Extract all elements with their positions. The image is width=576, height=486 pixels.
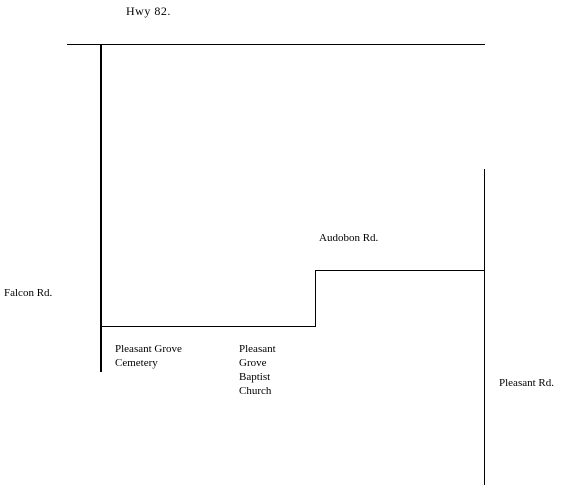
hwy82-label: Hwy 82. [126, 4, 171, 18]
cemetery-label-line1: Pleasant Grove [115, 343, 182, 355]
cemetery-label-line2: Cemetery [115, 357, 158, 369]
church-label-line3: Baptist [239, 371, 271, 383]
hwy82-road [67, 44, 485, 45]
cemetery-label: Pleasant Grove Cemetery [115, 342, 182, 370]
falcon-rd-label: Falcon Rd. [4, 287, 53, 299]
church-label: Pleasant Grove Baptist Church [239, 342, 276, 398]
church-label-line2: Grove [239, 357, 267, 369]
audobon-rd-road [315, 270, 485, 271]
falcon-rd-road [100, 44, 102, 372]
lower-connector-road [101, 326, 316, 327]
audobon-rd-step-road [315, 270, 316, 327]
pleasant-rd-road [484, 169, 485, 485]
church-label-line1: Pleasant [239, 343, 276, 355]
church-label-line4: Church [239, 385, 272, 397]
pleasant-rd-label: Pleasant Rd. [499, 377, 554, 389]
audobon-rd-label: Audobon Rd. [319, 232, 379, 244]
